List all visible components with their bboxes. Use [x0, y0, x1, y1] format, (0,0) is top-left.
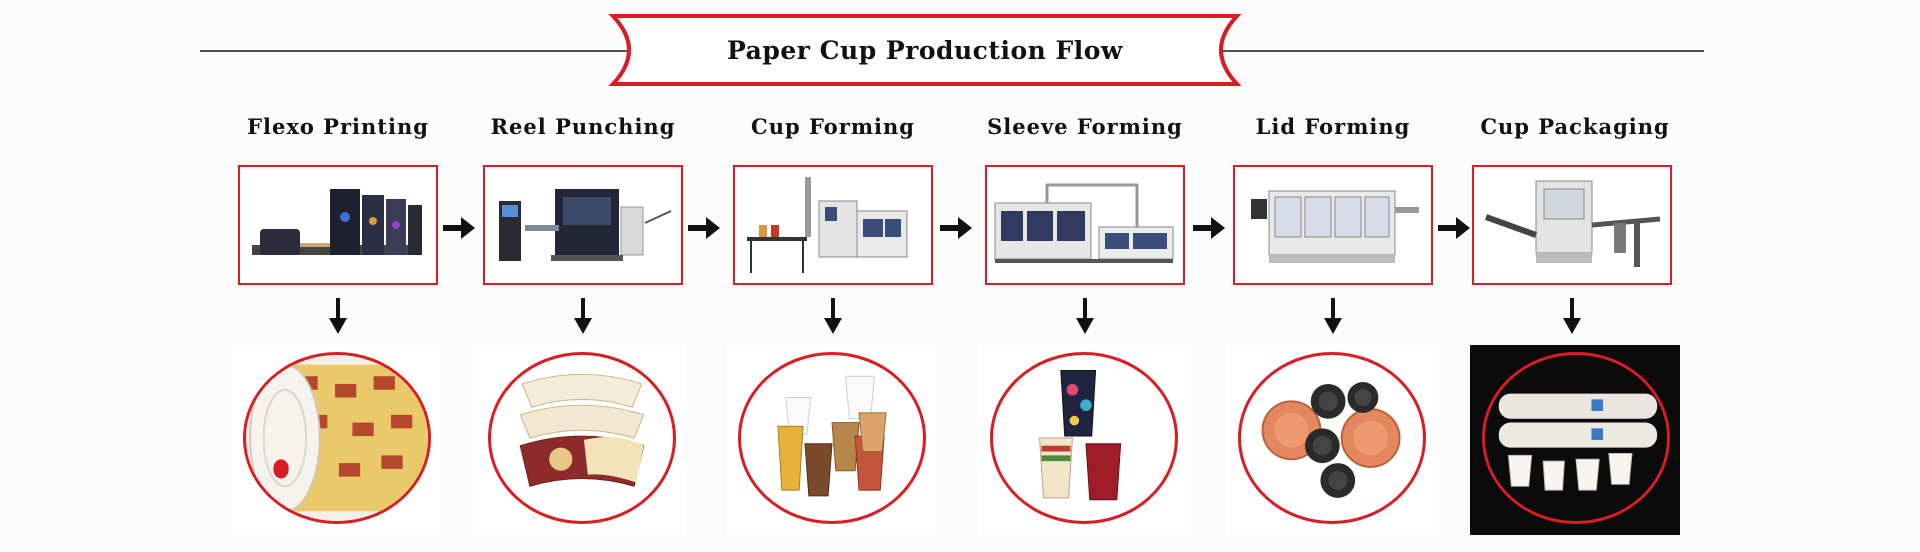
right-arrow-icon	[688, 217, 720, 239]
packaged-cups-image	[1482, 352, 1670, 524]
title-rule-right	[1200, 50, 1704, 52]
step-label: Reel Punching	[490, 114, 676, 139]
right-arrow-icon	[940, 217, 972, 239]
step-flexo-printing: Flexo Printing	[213, 0, 463, 552]
down-arrow-icon	[824, 298, 842, 334]
right-arrow-icon	[1438, 217, 1470, 239]
sleeve-forming-machine-image	[985, 165, 1185, 285]
down-arrow-icon	[574, 298, 592, 334]
paper-cups-image	[738, 352, 926, 524]
down-arrow-icon	[1563, 298, 1581, 334]
title-rule-left	[200, 50, 660, 52]
step-label: Sleeve Forming	[987, 114, 1183, 139]
printed-paper-roll-image	[243, 352, 431, 524]
step-sleeve-forming: Sleeve Forming	[960, 0, 1210, 552]
flexo-printing-machine-image	[238, 165, 438, 285]
step-label: Cup Packaging	[1480, 114, 1670, 139]
step-cup-forming: Cup Forming	[708, 0, 958, 552]
step-label: Flexo Printing	[247, 114, 429, 139]
down-arrow-icon	[1076, 298, 1094, 334]
cup-forming-machine-image	[733, 165, 933, 285]
page-title: Paper Cup Production Flow	[727, 35, 1123, 65]
step-label: Cup Forming	[751, 114, 915, 139]
step-label: Lid Forming	[1255, 114, 1411, 139]
step-lid-forming: Lid Forming	[1208, 0, 1458, 552]
lid-forming-machine-image	[1233, 165, 1433, 285]
cup-lids-image	[1238, 352, 1426, 524]
right-arrow-icon	[443, 217, 475, 239]
step-cup-packaging: Cup Packaging	[1450, 0, 1700, 552]
cup-packaging-machine-image	[1472, 165, 1672, 285]
down-arrow-icon	[1324, 298, 1342, 334]
sleeved-cups-image	[990, 352, 1178, 524]
reel-punching-machine-image	[483, 165, 683, 285]
down-arrow-icon	[329, 298, 347, 334]
right-arrow-icon	[1193, 217, 1225, 239]
punched-cup-fans-image	[488, 352, 676, 524]
title-banner	[608, 14, 1242, 86]
step-reel-punching: Reel Punching	[458, 0, 708, 552]
